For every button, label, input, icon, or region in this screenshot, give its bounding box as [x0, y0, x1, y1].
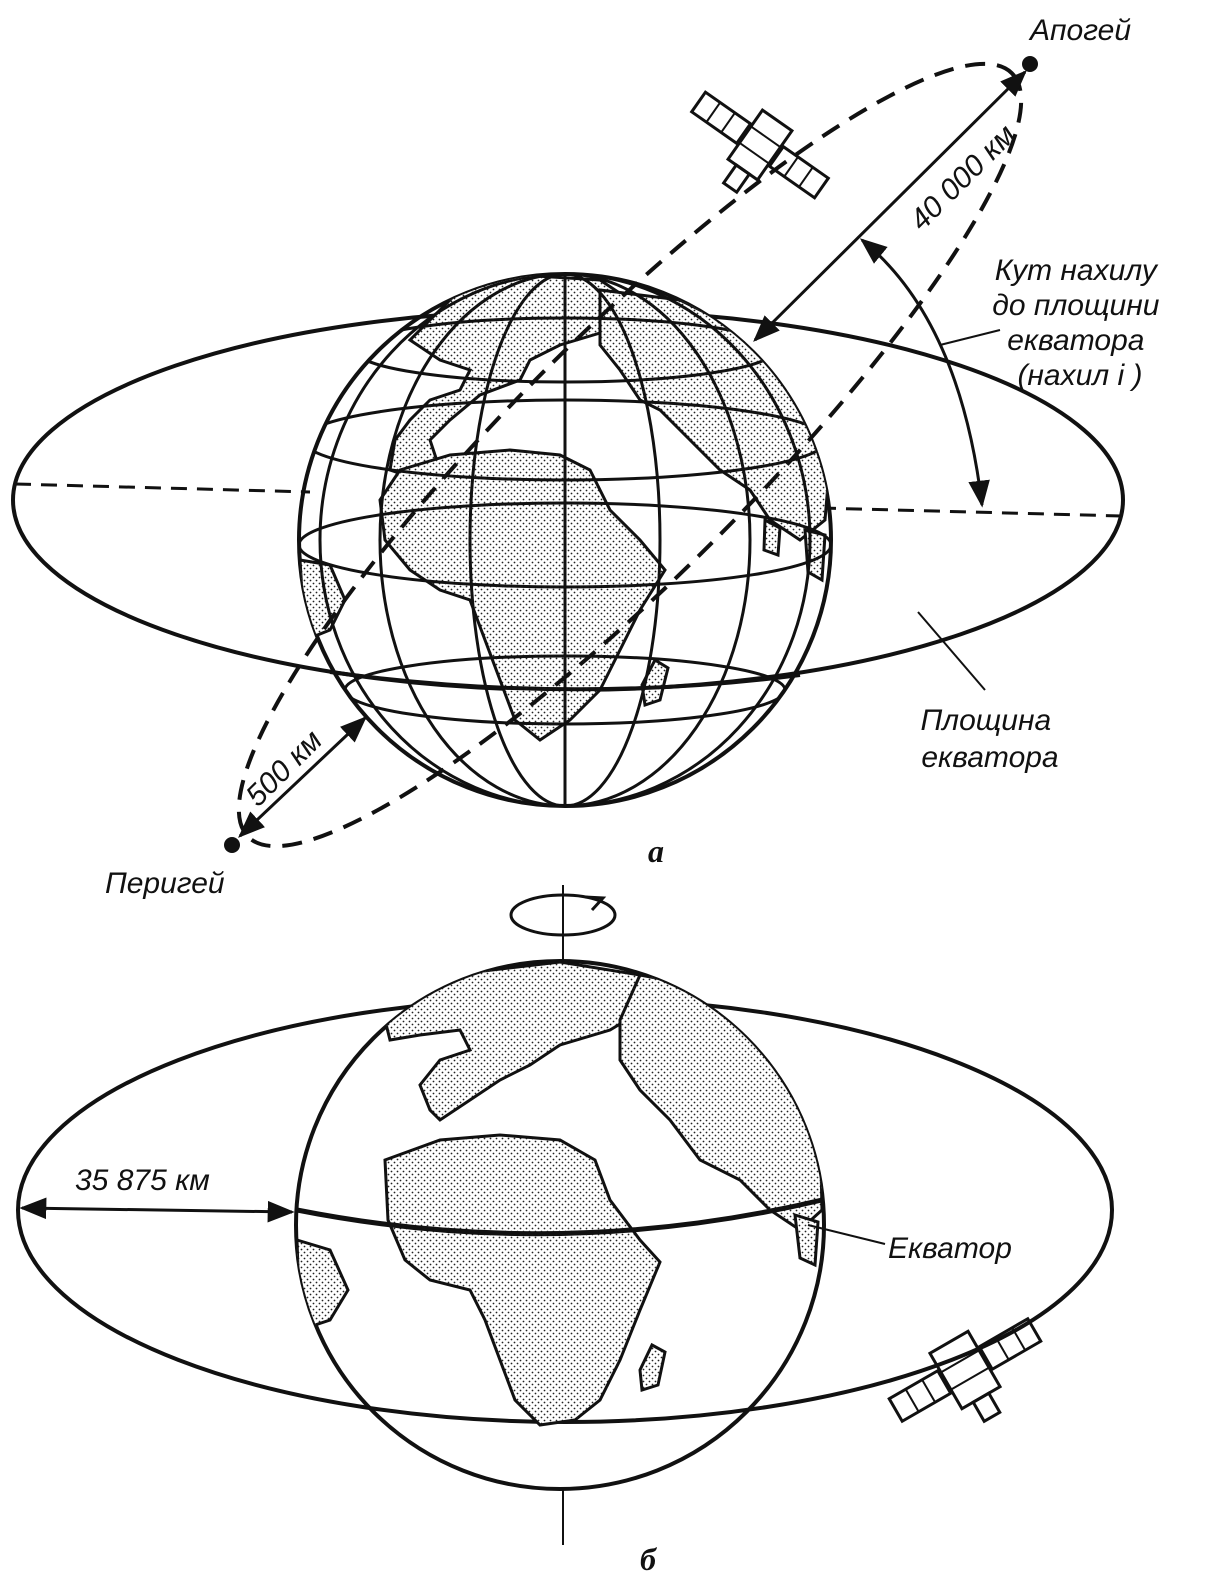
equator-line-b: [296, 1197, 823, 1237]
perigee-distance-arrow: [238, 716, 367, 838]
panel-a: Апогей Перигей 40 000 км 500 км Кут нахи…: [11, 14, 1167, 900]
equator-pointer: [807, 1224, 886, 1245]
perigee-distance-label: 500 км: [240, 724, 329, 813]
apogee-distance-label: 40 000 км: [904, 118, 1023, 237]
satellite-icon-a: [689, 90, 831, 200]
apogee-point: [1022, 56, 1038, 72]
caption-b: б: [640, 1541, 658, 1577]
globe-b: [294, 959, 826, 1491]
equator-plane-pointer: [917, 611, 986, 691]
inclination-label: Кут нахилу до площини екватора (нахил i …: [992, 254, 1167, 392]
equator-plane-back-a2: [819, 506, 1123, 518]
caption-a: а: [648, 833, 664, 869]
island-madagascar-b: [638, 1342, 667, 1392]
continent-americas-b: [296, 1237, 350, 1333]
rotation-arrow-icon: [509, 893, 617, 937]
island-east-a: [762, 517, 782, 558]
continent-africa-b: [383, 1133, 662, 1427]
equator-plane-label: Площина екватора: [920, 704, 1059, 774]
island-east-b: [793, 1212, 820, 1268]
inclination-pointer: [939, 329, 1001, 346]
perigee-point: [224, 837, 240, 853]
continent-asia-b: [618, 973, 824, 1232]
continent-europe-b: [378, 961, 663, 1122]
equator-plane-back-a: [14, 482, 311, 494]
continent-africa-a: [378, 448, 667, 742]
inclination-arc: [859, 238, 990, 508]
apogee-label: Апогей: [1028, 14, 1131, 47]
geo-distance-label: 35 875 км: [75, 1164, 210, 1197]
perigee-label: Перигей: [105, 867, 225, 900]
equator-label: Екватор: [888, 1232, 1012, 1265]
panel-b: 35 875 км Екватор б: [16, 885, 1114, 1577]
apogee-distance-arrow: [753, 70, 1027, 342]
satellite-icon-b: [887, 1316, 1043, 1424]
geo-distance-arrow: [19, 1197, 295, 1223]
